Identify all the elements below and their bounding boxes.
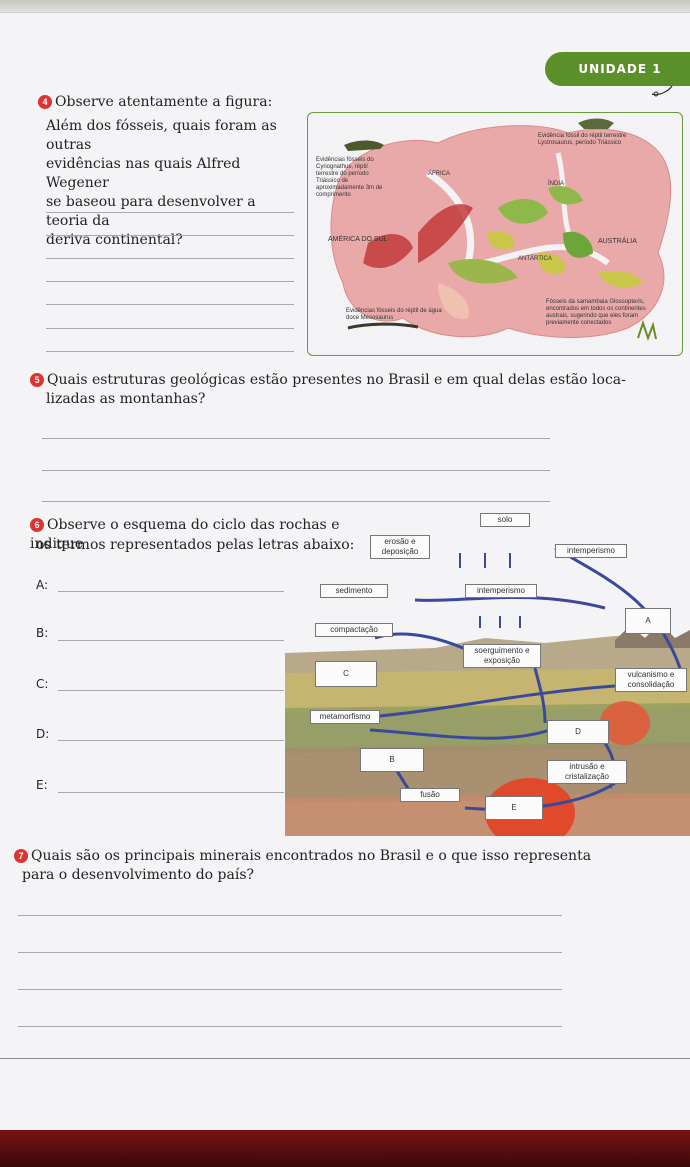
metamorphism-box: metamorfismo: [310, 710, 380, 724]
answer-line[interactable]: [46, 351, 294, 352]
intrusion-box: intrusão e cristalização: [547, 760, 627, 784]
lystrosaurus-label: Evidência fóssil do réptil terrestre Lys…: [538, 133, 627, 146]
south-america-label: AMÉRICA DO SUL: [328, 236, 388, 243]
gondwana-map: Evidências fósseis do Cynognathus, répti…: [307, 112, 683, 356]
answer-line[interactable]: [46, 304, 294, 305]
uplift-box: soerguimento e exposição: [463, 644, 541, 668]
gondwana-map-graphic: [330, 118, 672, 341]
page-divider: [0, 1058, 690, 1059]
answer-line[interactable]: [18, 952, 562, 953]
glossopteris-label: Fósseis da samambaia Glossopteris, encon…: [546, 299, 646, 326]
question-7-line: para o desenvolvimento do país?: [22, 867, 255, 883]
answer-line[interactable]: [46, 235, 294, 236]
answer-box-c: C: [315, 661, 377, 687]
question-5-line: lizadas as montanhas?: [46, 391, 206, 407]
page-top-edge: [0, 0, 690, 14]
answer-box-b: B: [360, 748, 424, 772]
answer-line[interactable]: [18, 1026, 562, 1027]
antarctica-label: ANTÁRTICA: [518, 256, 552, 262]
answer-line[interactable]: [42, 470, 550, 471]
rock-cycle-graphic: [285, 546, 690, 836]
compaction-box: compactação: [315, 623, 393, 637]
australia-label: AUSTRÁLIA: [598, 238, 637, 245]
question-7-line: Quais são os principais minerais encontr…: [31, 848, 592, 864]
answer-line[interactable]: [46, 281, 294, 282]
sediment-box: sedimento: [320, 584, 388, 598]
answer-box-e: E: [485, 796, 543, 820]
fusion-box: fusão: [400, 788, 460, 802]
question-7-number: 7: [14, 849, 28, 863]
answer-line[interactable]: [42, 438, 550, 439]
solo-box: solo: [480, 513, 530, 527]
answer-line[interactable]: [46, 258, 294, 259]
weathering-box: intemperismo: [465, 584, 537, 598]
answer-line[interactable]: [18, 915, 562, 916]
africa-label: ÁFRICA: [428, 171, 451, 177]
question-4-title-text: Observe atentamente a figura:: [55, 94, 273, 110]
question-5-line: Quais estruturas geológicas estão presen…: [47, 372, 626, 388]
question-4-body: Além dos fósseis, quais foram as outras …: [46, 117, 296, 250]
question-5-number: 5: [30, 373, 44, 387]
answer-line-e[interactable]: [58, 792, 284, 793]
answer-line-a[interactable]: [58, 591, 284, 592]
volcanism-box: vulcanismo e consolidação: [615, 668, 687, 692]
answer-label-a: A:: [36, 578, 49, 592]
rock-cycle-diagram: solo erosão e deposição intemperismo sed…: [285, 508, 690, 836]
weathering-box-right: intemperismo: [555, 544, 627, 558]
question-4-number: 4: [38, 95, 52, 109]
answer-line[interactable]: [18, 989, 562, 990]
page-bottom-edge: [0, 1130, 690, 1167]
answer-label-b: B:: [36, 626, 49, 640]
answer-line[interactable]: [46, 328, 294, 329]
answer-line[interactable]: [42, 501, 550, 502]
answer-line-d[interactable]: [58, 740, 284, 741]
question-6-line: os termos representados pelas letras aba…: [36, 537, 355, 553]
question-4-line: se baseou para desenvolver a teoria da: [46, 194, 256, 229]
answer-label-d: D:: [36, 727, 50, 741]
question-4-line: deriva continental?: [46, 232, 183, 248]
india-label: ÍNDIA: [548, 181, 565, 187]
answer-box-d: D: [547, 720, 609, 744]
answer-label-c: C:: [36, 677, 49, 691]
erosion-box: erosão e deposição: [370, 535, 430, 559]
answer-label-e: E:: [36, 778, 48, 792]
answer-box-a: A: [625, 608, 671, 634]
answer-line-b[interactable]: [58, 640, 284, 641]
question-4-line: evidências nas quais Alfred Wegener: [46, 156, 241, 191]
question-4-line: Além dos fósseis, quais foram as outras: [46, 118, 277, 153]
badge-curl-decoration: [651, 85, 673, 97]
cynognathus-label: Evidências fósseis do Cynognathus, répti…: [316, 157, 383, 198]
unit-badge: UNIDADE 1: [545, 52, 690, 86]
mesosaurus-label: Evidências fósseis do réptil de água doc…: [346, 308, 442, 321]
question-6-line: Observe o esquema do ciclo das rochas e …: [30, 517, 340, 552]
answer-line-c[interactable]: [58, 690, 284, 691]
answer-line[interactable]: [46, 212, 294, 213]
question-6-number: 6: [30, 518, 44, 532]
